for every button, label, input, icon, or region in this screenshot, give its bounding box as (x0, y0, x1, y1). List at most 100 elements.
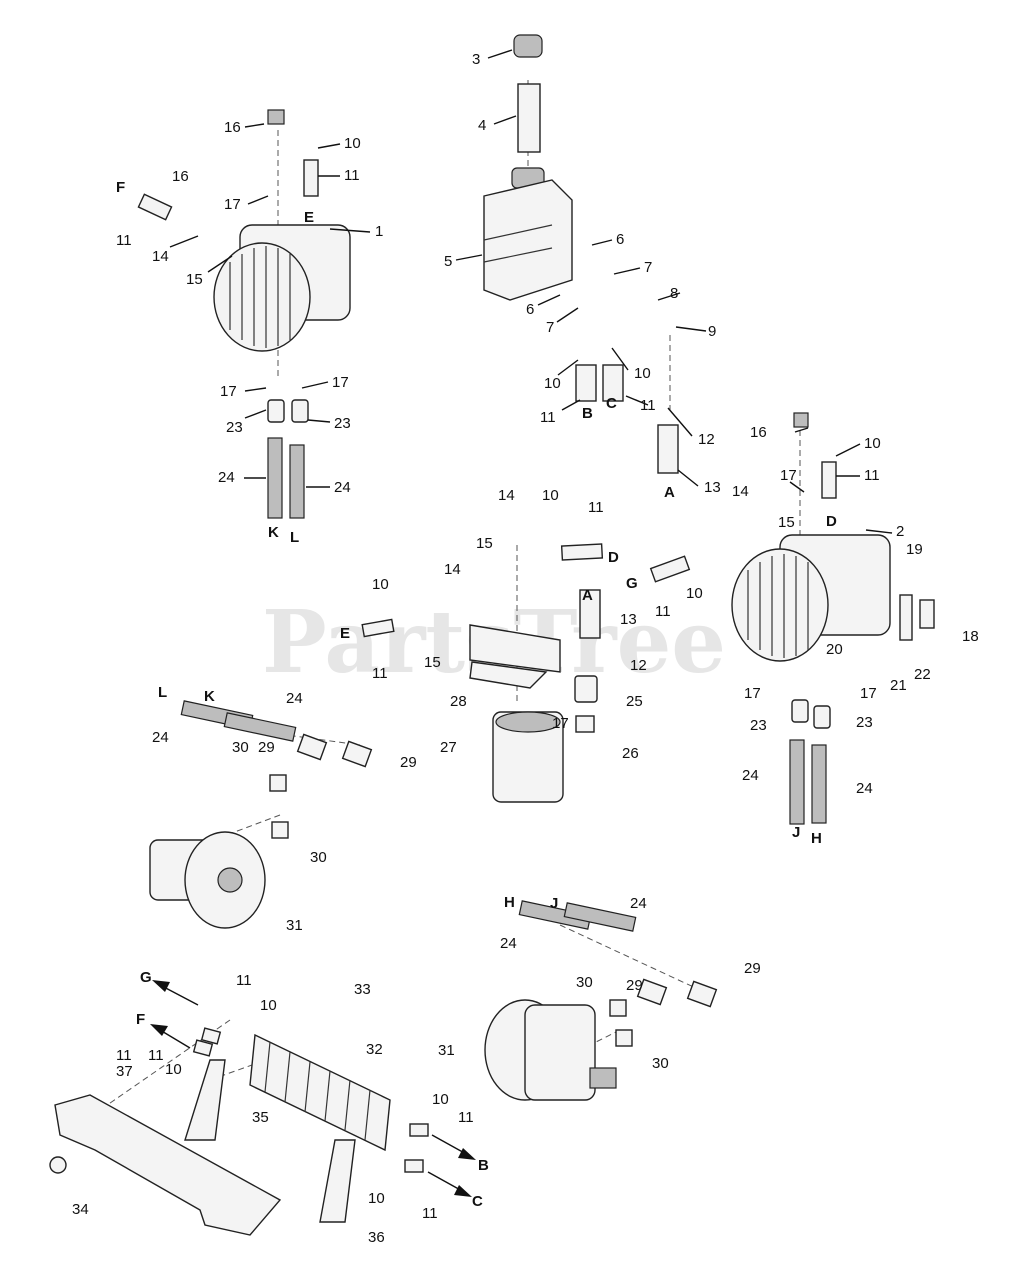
callout-14: 14 (498, 487, 515, 504)
callout-24: 24 (856, 780, 873, 797)
letter-E: E (304, 209, 314, 226)
callout-29: 29 (626, 977, 643, 994)
letter-H: H (811, 830, 822, 847)
callout-14: 14 (444, 561, 461, 578)
callout-10: 10 (260, 997, 277, 1014)
reservoir-tank (483, 167, 573, 301)
callout-30: 30 (652, 1055, 669, 1072)
callout-11: 11 (540, 409, 556, 426)
letter-F: F (136, 1011, 145, 1028)
callout-31: 31 (438, 1042, 455, 1059)
callout-10: 10 (344, 135, 361, 152)
callout-17: 17 (860, 685, 877, 702)
callout-7: 7 (644, 259, 652, 276)
filter-assembly (469, 624, 564, 803)
callout-28: 28 (450, 693, 467, 710)
callout-25: 25 (626, 693, 643, 710)
callout-24: 24 (334, 479, 351, 496)
reservoir-cap (513, 34, 543, 153)
callout-10: 10 (542, 487, 559, 504)
callout-11: 11 (864, 467, 880, 484)
callout-16: 16 (224, 119, 241, 136)
callout-10: 10 (634, 365, 651, 382)
callout-12: 12 (698, 431, 715, 448)
callout-17: 17 (220, 383, 237, 400)
callout-17: 17 (780, 467, 797, 484)
callout-8: 8 (670, 285, 678, 302)
callout-11: 11 (640, 397, 656, 414)
callout-17: 17 (224, 196, 241, 213)
callout-24: 24 (152, 729, 169, 746)
leader-arrows (169, 49, 893, 534)
letter-D: D (826, 513, 837, 530)
callout-34: 34 (72, 1201, 89, 1218)
callout-31: 31 (286, 917, 303, 934)
letter-C: C (472, 1193, 483, 1210)
callout-24: 24 (630, 895, 647, 912)
callout-10: 10 (686, 585, 703, 602)
letter-C: C (606, 395, 617, 412)
callout-12: 12 (630, 657, 647, 674)
callout-14: 14 (732, 483, 749, 500)
letter-G: G (140, 969, 152, 986)
callout-3: 3 (472, 51, 480, 68)
hydraulic-pump-right (731, 412, 935, 825)
wheel-motor-left (149, 700, 373, 929)
callout-36: 36 (368, 1229, 385, 1246)
callout-20: 20 (826, 641, 843, 658)
callout-14: 14 (152, 248, 169, 265)
callout-6: 6 (526, 301, 534, 318)
callout-23: 23 (750, 717, 767, 734)
callout-16: 16 (750, 424, 767, 441)
callout-10: 10 (544, 375, 561, 392)
callout-5: 5 (444, 253, 452, 270)
callout-16: 16 (172, 168, 189, 185)
callout-24: 24 (286, 690, 303, 707)
callout-23: 23 (334, 415, 351, 432)
callout-15: 15 (476, 535, 493, 552)
callout-23: 23 (856, 714, 873, 731)
callout-24: 24 (742, 767, 759, 784)
callout-22: 22 (914, 666, 931, 683)
callout-24: 24 (500, 935, 517, 952)
callout-13: 13 (704, 479, 721, 496)
letter-F: F (116, 179, 125, 196)
callout-37: 37 (116, 1063, 133, 1080)
fittings-and-hoses (361, 364, 691, 733)
callout-17: 17 (332, 374, 349, 391)
direction-arrows (150, 980, 476, 1197)
connection-letters: F E K L B C A D D G E A L K J H H J G F … (116, 179, 837, 1210)
callout-17: 17 (552, 715, 569, 732)
letter-B: B (582, 405, 593, 422)
callout-30: 30 (576, 974, 593, 991)
callout-33: 33 (354, 981, 371, 998)
callout-2: 2 (896, 523, 904, 540)
callout-15: 15 (778, 514, 795, 531)
callout-11: 11 (422, 1205, 438, 1222)
wheel-motor-right (484, 900, 718, 1101)
letter-L: L (158, 684, 167, 701)
callout-10: 10 (372, 576, 389, 593)
letter-K: K (268, 524, 279, 541)
callout-11: 11 (344, 167, 360, 184)
letter-B: B (478, 1157, 489, 1174)
callout-11: 11 (116, 232, 132, 249)
letter-E: E (340, 625, 350, 642)
callout-10: 10 (368, 1190, 385, 1207)
callout-32: 32 (366, 1041, 383, 1058)
callout-7: 7 (546, 319, 554, 336)
callout-11: 11 (236, 972, 252, 989)
callout-24: 24 (218, 469, 235, 486)
letter-D: D (608, 549, 619, 566)
callout-1: 1 (375, 223, 383, 240)
callout-11: 11 (116, 1047, 132, 1064)
callout-10: 10 (864, 435, 881, 452)
callout-30: 30 (232, 739, 249, 756)
callout-11: 11 (458, 1109, 474, 1126)
callout-11: 11 (148, 1047, 164, 1064)
oil-cooler-assembly (49, 1027, 429, 1236)
letter-A: A (664, 484, 675, 501)
callout-15: 15 (424, 654, 441, 671)
callout-26: 26 (622, 745, 639, 762)
